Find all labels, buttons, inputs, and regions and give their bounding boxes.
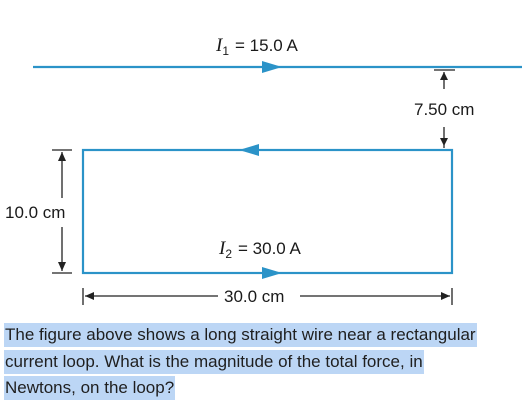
separation-dimension — [434, 69, 455, 148]
loop-top-current-arrow — [239, 144, 259, 156]
separation-label: 7.50 cm — [414, 100, 474, 119]
loop-width-label: 30.0 cm — [224, 287, 284, 306]
wire-current-arrow — [262, 61, 282, 73]
question-text: The figure above shows a long straight w… — [0, 322, 518, 402]
width-dimension — [82, 288, 453, 305]
loop-height-label: 10.0 cm — [5, 203, 65, 222]
loop-current-label: I2= 30.0 A — [218, 238, 302, 261]
wire-loop-diagram: I1= 15.0 A 7.50 cm I2= 30.0 A 10.0 cm 30… — [5, 35, 522, 306]
loop-bottom-current-arrow — [262, 267, 282, 279]
question-line: Newtons, on the loop? — [4, 376, 176, 400]
question-line: current loop. What is the magnitude of t… — [4, 349, 424, 374]
height-dimension — [52, 149, 72, 274]
question-line: The figure above shows a long straight w… — [4, 323, 477, 347]
wire-current-label: I1= 15.0 A — [215, 35, 299, 58]
